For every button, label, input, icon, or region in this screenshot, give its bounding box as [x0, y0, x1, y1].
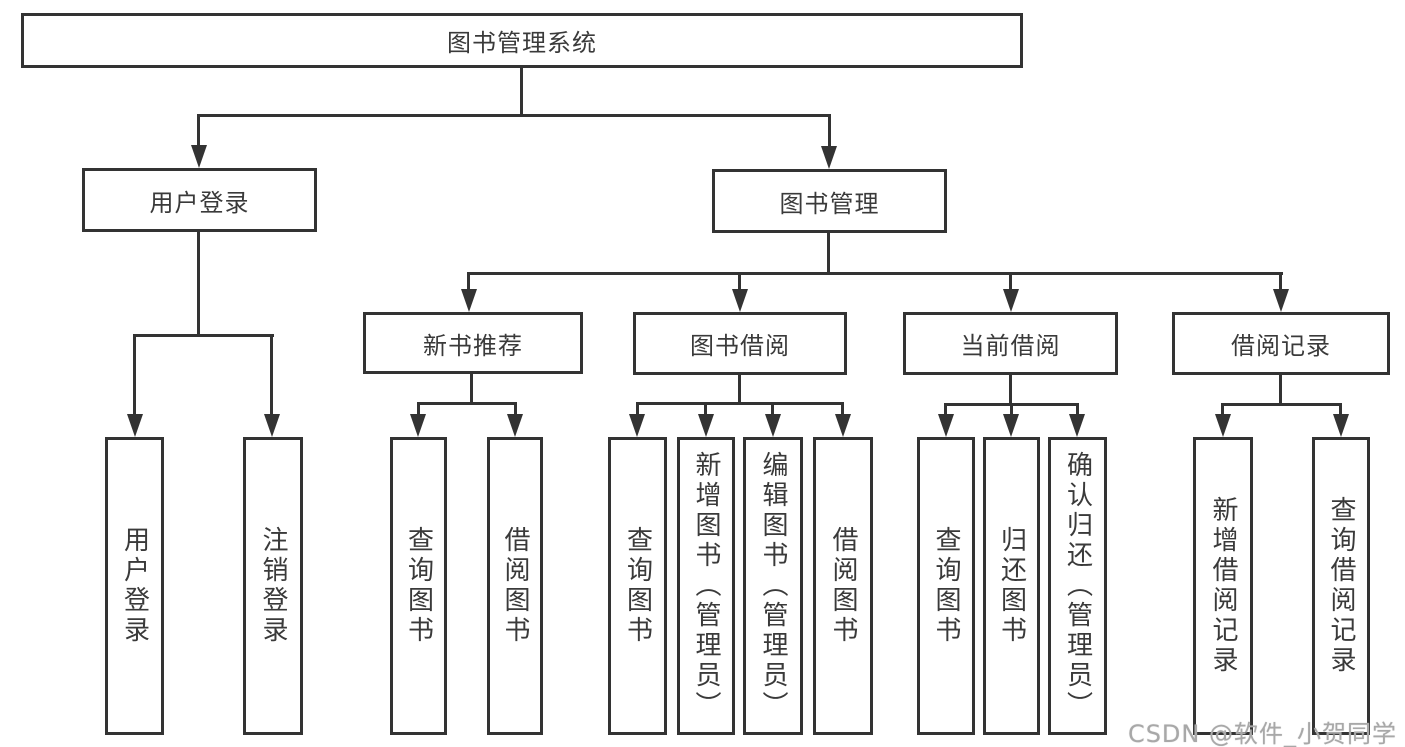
leaf-query-books-borrowing: 查询图书 — [608, 437, 667, 735]
arrowhead-icon — [1003, 414, 1019, 437]
connector-line — [417, 402, 517, 405]
arrowhead-icon — [698, 414, 714, 437]
connector-line — [738, 272, 741, 292]
connector-line — [738, 375, 741, 405]
connector-line — [1279, 375, 1282, 406]
leaf-label: 查询图书 — [931, 526, 961, 646]
connector-line — [636, 402, 639, 417]
node-label: 借阅记录 — [1231, 332, 1331, 360]
node-borrowing-records: 借阅记录 — [1172, 312, 1390, 375]
arrowhead-icon — [1333, 414, 1349, 437]
connector-line — [270, 334, 273, 417]
arrowhead-icon — [507, 414, 523, 437]
leaf-label: 查询图书 — [403, 526, 434, 646]
connector-line — [514, 402, 517, 417]
connector-line — [470, 374, 473, 405]
connector-line — [520, 68, 523, 117]
arrowhead-icon — [1215, 414, 1231, 437]
connector-line — [841, 402, 844, 417]
node-label: 图书管理系统 — [447, 29, 597, 57]
leaf-borrow-books-recommend: 借阅图书 — [487, 437, 543, 735]
connector-line — [197, 114, 200, 150]
node-label: 新书推荐 — [423, 331, 523, 360]
arrowhead-icon — [765, 414, 781, 437]
arrowhead-icon — [835, 414, 851, 437]
node-new-book-recommend: 新书推荐 — [363, 312, 583, 374]
arrowhead-icon — [410, 414, 426, 437]
arrowhead-icon — [629, 414, 645, 437]
leaf-borrow-books: 借阅图书 — [813, 437, 873, 735]
leaf-confirm-return-admin: 确认归还（管理员） — [1048, 437, 1107, 735]
arrowhead-icon — [191, 145, 207, 168]
node-label: 图书管理 — [779, 189, 880, 218]
leaf-return-books: 归还图书 — [983, 437, 1040, 735]
leaf-label: 新增借阅记录 — [1208, 496, 1238, 676]
arrowhead-icon — [732, 289, 748, 312]
connector-line — [828, 114, 831, 150]
leaf-label: 确认归还（管理员） — [1062, 451, 1093, 721]
leaf-label: 借阅图书 — [500, 526, 530, 646]
connector-line — [1279, 272, 1282, 292]
connector-line — [771, 402, 774, 417]
connector-line — [1009, 375, 1012, 406]
arrowhead-icon — [1069, 414, 1085, 437]
leaf-query-books-recommend: 查询图书 — [390, 437, 447, 735]
arrowhead-icon — [938, 414, 954, 437]
node-book-borrowing: 图书借阅 — [633, 312, 847, 375]
connector-line — [133, 334, 136, 417]
connector-line — [133, 334, 274, 337]
node-book-management: 图书管理 — [712, 169, 947, 233]
connector-line — [1076, 403, 1079, 417]
csdn-watermark: CSDN @软件_小贺同学 — [1127, 720, 1397, 747]
leaf-label: 编辑图书（管理员） — [758, 451, 788, 721]
connector-line — [636, 402, 844, 405]
connector-line — [1339, 403, 1342, 417]
leaf-query-borrow-record: 查询借阅记录 — [1312, 437, 1370, 735]
arrowhead-icon — [1273, 289, 1289, 312]
connector-line — [197, 114, 831, 117]
node-library-management-system: 图书管理系统 — [21, 13, 1023, 68]
connector-line — [417, 402, 420, 417]
leaf-edit-books-admin: 编辑图书（管理员） — [743, 437, 803, 735]
connector-line — [944, 403, 947, 417]
leaf-add-books-admin: 新增图书（管理员） — [677, 437, 735, 735]
connector-line — [1010, 403, 1013, 417]
leaf-label: 用户登录 — [119, 526, 150, 646]
leaf-label: 借阅图书 — [828, 526, 858, 646]
connector-line — [1221, 403, 1342, 406]
leaf-user-login: 用户登录 — [105, 437, 164, 735]
node-label: 当前借阅 — [960, 332, 1061, 360]
node-current-borrowing: 当前借阅 — [903, 312, 1118, 375]
leaf-logout: 注销登录 — [243, 437, 303, 735]
connector-line — [1009, 272, 1012, 292]
leaf-label: 归还图书 — [996, 526, 1027, 646]
connector-line — [467, 272, 470, 292]
arrowhead-icon — [821, 146, 837, 169]
connector-line — [1221, 403, 1224, 417]
connector-line — [827, 233, 830, 275]
leaf-label: 查询借阅记录 — [1326, 496, 1356, 676]
node-label: 图书借阅 — [690, 332, 790, 360]
leaf-add-borrow-record: 新增借阅记录 — [1193, 437, 1253, 735]
arrowhead-icon — [264, 414, 280, 437]
node-label: 用户登录 — [149, 188, 250, 217]
node-user-login: 用户登录 — [82, 168, 317, 232]
leaf-label: 注销登录 — [258, 526, 288, 646]
connector-line — [197, 232, 200, 337]
arrowhead-icon — [127, 414, 143, 437]
arrowhead-icon — [461, 289, 477, 312]
connector-line — [704, 402, 707, 417]
connector-line — [467, 272, 1283, 275]
leaf-query-books-current: 查询图书 — [917, 437, 975, 735]
leaf-label: 查询图书 — [622, 526, 653, 646]
arrowhead-icon — [1003, 289, 1019, 312]
leaf-label: 新增图书（管理员） — [691, 451, 721, 721]
